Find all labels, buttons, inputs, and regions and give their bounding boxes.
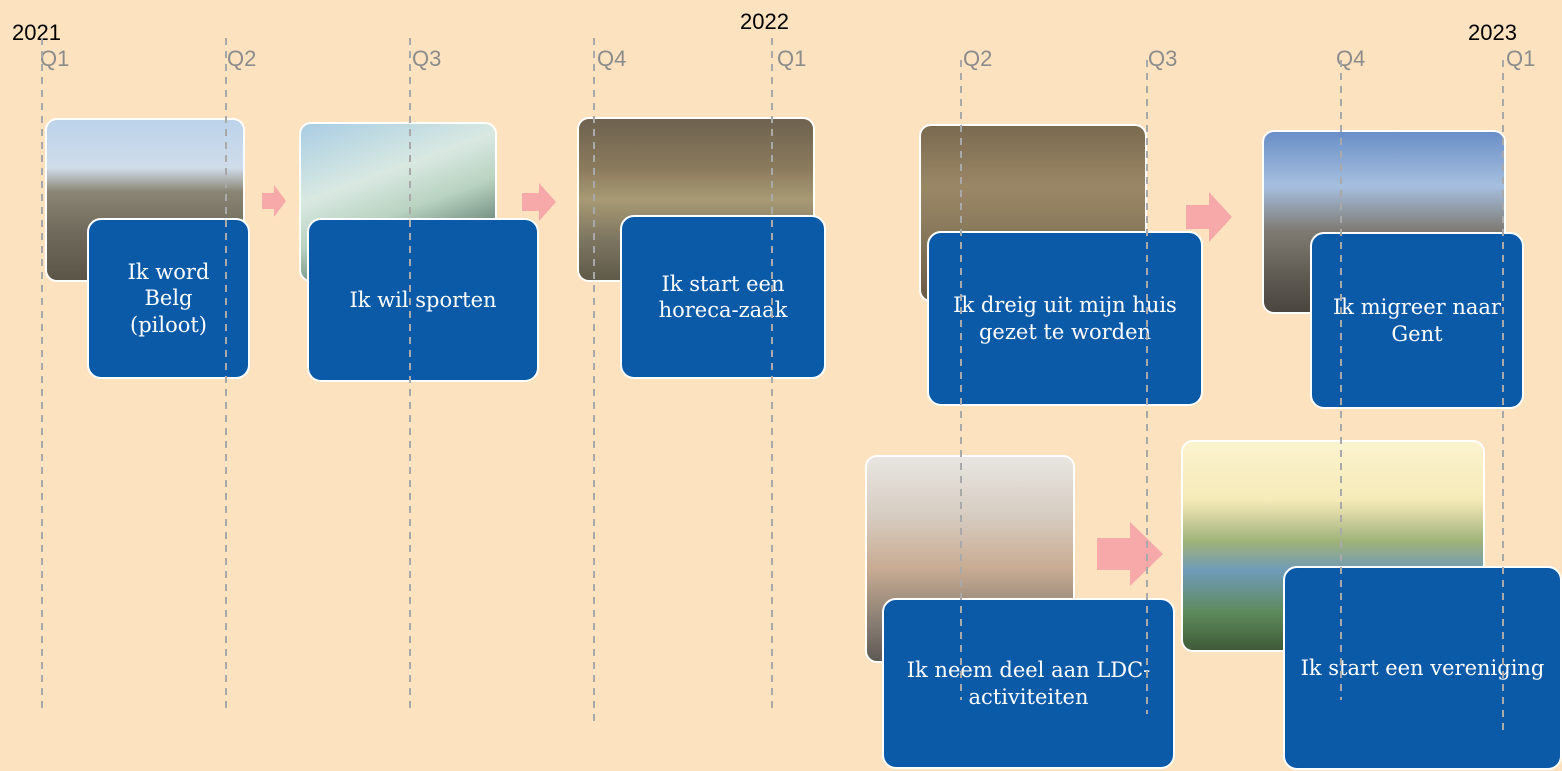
year-2023: 2023: [1468, 20, 1517, 45]
arrow-step-4-to-5-icon: [1186, 192, 1232, 242]
arrow-step-1-to-2-icon: [262, 185, 286, 217]
quarter-label-2022-q1: Q1: [777, 46, 807, 71]
quarter-label-2023-q1: Q1: [1506, 46, 1536, 71]
year-2022: 2022: [740, 9, 789, 34]
step-card-horeca-zaak[interactable]: Ik start een horeca-zaak: [620, 215, 826, 379]
step-card-wil-sporten[interactable]: Ik wil sporten: [307, 218, 539, 382]
quarter-label-2021-q2: Q2: [227, 46, 257, 71]
step-card-vereniging[interactable]: Ik start een vereniging: [1283, 566, 1562, 770]
step-card-migreer-gent[interactable]: Ik migreer naar Gent: [1310, 232, 1524, 409]
quarter-label-2021-q4: Q4: [597, 46, 627, 71]
step-card-huis-gezet[interactable]: Ik dreig uit mijn huis gezet te worden: [927, 231, 1203, 406]
quarter-label-2021-q3: Q3: [412, 46, 442, 71]
year-2021: 2021: [12, 20, 61, 45]
step-card-word-belg[interactable]: Ik word Belg (piloot): [87, 218, 250, 379]
arrow-step-6-to-7-icon: [1097, 522, 1163, 586]
quarter-label-2022-q3: Q3: [1148, 46, 1178, 71]
step-card-ldc-activiteiten[interactable]: Ik neem deel aan LDC-activiteiten: [882, 598, 1175, 769]
arrow-step-2-to-3-icon: [522, 183, 556, 221]
quarter-label-2022-q4: Q4: [1336, 46, 1366, 71]
quarter-label-2021-q1: Q1: [40, 46, 70, 71]
quarter-label-2022-q2: Q2: [963, 46, 993, 71]
